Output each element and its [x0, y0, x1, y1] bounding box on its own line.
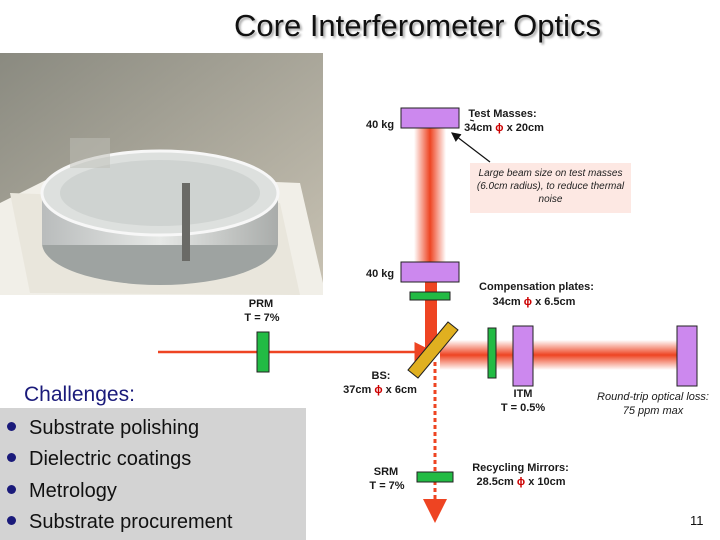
page-title: Core Interferometer Optics	[234, 8, 601, 43]
phi-symbol: ϕ	[516, 476, 526, 488]
bullet-icon	[7, 516, 16, 526]
itm-name: ITM	[513, 388, 533, 400]
phi-symbol: ϕ	[495, 122, 504, 134]
bullet-icon	[7, 453, 16, 463]
srm-mirror	[416, 471, 454, 483]
bs-name: BS:	[371, 370, 391, 382]
challenge-item: Dielectric coatings	[0, 448, 191, 471]
challenge-item: Metrology	[0, 480, 117, 503]
loss-line-2: 75 ppm max	[622, 405, 684, 417]
srm-transmission: T = 7%	[369, 480, 405, 492]
end-test-mass	[676, 325, 698, 387]
vertical-arm-beam	[414, 128, 446, 266]
challenge-item: Substrate polishing	[0, 417, 199, 440]
prm-name: PRM	[248, 298, 274, 310]
tm-top-dims: 34cm ϕ x 20cm	[464, 122, 544, 134]
tm-bottom-mass-label: 40 kg	[366, 268, 395, 280]
note-arrow	[451, 132, 491, 163]
bullet-icon	[7, 485, 16, 495]
compensation-plate-horizontal	[487, 327, 497, 379]
compensation-plate-vertical	[409, 291, 451, 301]
bs-dims: 37cm ϕ x 6cm	[343, 384, 417, 396]
compensation-title: Compensation plates:	[479, 281, 594, 293]
challenges-title: Challenges:	[24, 383, 135, 406]
tm-top-mass-label: 40 kg	[366, 119, 395, 131]
test-mass-top	[400, 107, 460, 129]
test-mass-photo	[0, 53, 323, 295]
loss-line-1: Round-trip optical loss:	[597, 391, 709, 403]
beam-splitter	[407, 321, 459, 379]
phi-symbol: ϕ	[374, 384, 383, 396]
itm-transmission: T = 0.5%	[500, 402, 546, 414]
challenges-box	[0, 408, 306, 540]
challenge-item: Substrate procurement	[0, 511, 232, 534]
page-number: 11	[690, 513, 704, 528]
horizontal-arm-beam	[440, 340, 680, 370]
beam-size-note: Large beam size on test masses (6.0cm ra…	[470, 163, 631, 213]
compensation-dims: 34cm ϕ x 6.5cm	[492, 296, 576, 308]
srm-name: SRM	[373, 466, 399, 478]
prm-transmission: T = 7%	[244, 312, 280, 324]
test-mass-bottom	[400, 261, 460, 283]
tm-top-title: Test Masses:	[468, 108, 537, 120]
phi-symbol: ϕ	[523, 296, 532, 308]
prm-mirror	[256, 331, 270, 373]
recycling-title: Recycling Mirrors:	[472, 462, 569, 474]
itm-mirror	[512, 325, 534, 387]
recycling-dims: 28.5cm ϕ x 10cm	[476, 476, 566, 488]
bullet-icon	[7, 422, 16, 432]
